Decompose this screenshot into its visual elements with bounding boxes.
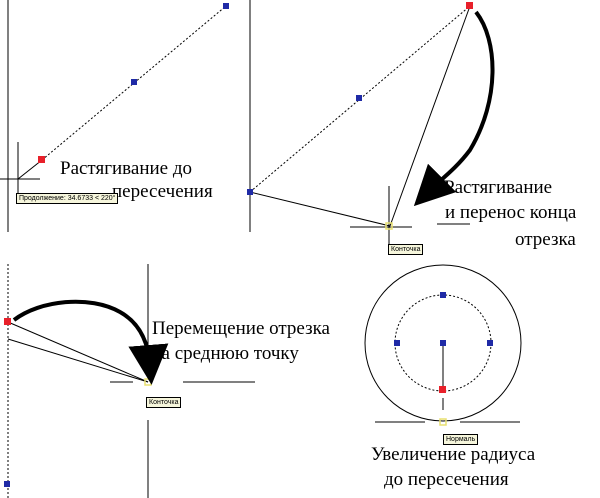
caption-radius-line1: Увеличение радиуса bbox=[371, 444, 536, 465]
segment-line bbox=[17, 159, 43, 180]
grip-right[interactable] bbox=[487, 340, 493, 346]
panel-increase-radius bbox=[364, 264, 522, 426]
grip-center[interactable] bbox=[440, 340, 446, 346]
caption-stretch-move-line2: и перенос конца bbox=[445, 202, 577, 223]
endpoint-snap-marker bbox=[385, 222, 393, 230]
new-segment-line bbox=[249, 191, 391, 227]
panel-stretch-to-intersection bbox=[0, 0, 229, 232]
caption-stretch-line2: пересечения bbox=[112, 181, 213, 202]
normal-tooltip: Нормаль bbox=[443, 434, 479, 445]
endpoint-tooltip: Конточка bbox=[388, 244, 424, 255]
moved-segment-line bbox=[389, 5, 471, 227]
motion-arrow bbox=[413, 10, 495, 207]
panel-stretch-and-move-end bbox=[247, 0, 495, 255]
normal-snap-marker bbox=[439, 418, 447, 426]
new-circle bbox=[364, 264, 522, 422]
caption-stretch-move-line3: отрезка bbox=[515, 229, 576, 250]
segment-line-lower bbox=[7, 338, 149, 383]
grip-start[interactable] bbox=[247, 189, 253, 195]
caption-radius-line2: до пересечения bbox=[384, 469, 509, 490]
caption-stretch-move-line1: Растягивание bbox=[444, 177, 553, 198]
motion-arrow bbox=[12, 299, 169, 385]
grip-midpoint[interactable] bbox=[356, 95, 362, 101]
grip-left[interactable] bbox=[394, 340, 400, 346]
extension-tooltip: Продолжение: 34.6733 < 220° bbox=[16, 193, 119, 204]
segment-line-upper bbox=[7, 321, 149, 383]
grip-selected[interactable] bbox=[439, 386, 446, 393]
panel-move-by-midpoint bbox=[4, 264, 255, 498]
grip-top[interactable] bbox=[440, 292, 446, 298]
grip-midpoint[interactable] bbox=[131, 79, 137, 85]
caption-stretch-line1: Растягивание до bbox=[60, 158, 193, 179]
caption-move-line2: за среднюю точку bbox=[154, 343, 299, 364]
caption-move-line1: Перемещение отрезка bbox=[152, 318, 330, 339]
grip-end[interactable] bbox=[4, 481, 10, 487]
grip-end[interactable] bbox=[223, 3, 229, 9]
grip-selected[interactable] bbox=[38, 156, 45, 163]
endpoint-tooltip-move: Конточка bbox=[146, 397, 182, 408]
grip-selected[interactable] bbox=[4, 318, 11, 325]
grip-selected[interactable] bbox=[466, 2, 473, 9]
